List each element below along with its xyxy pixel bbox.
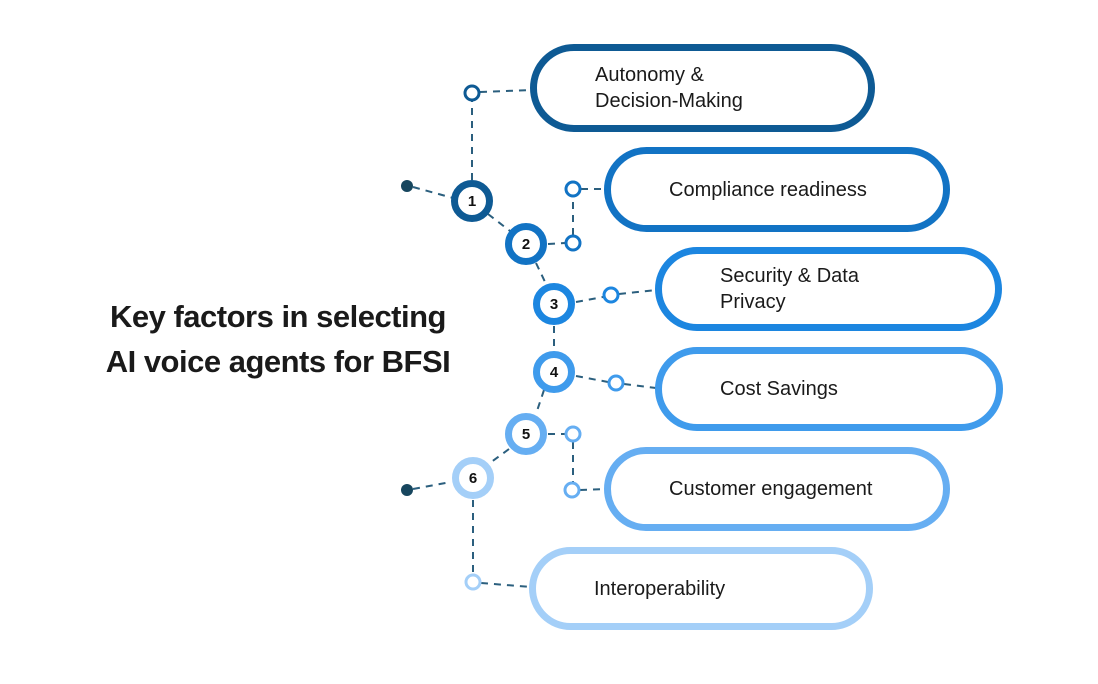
pill-interoperability: Interoperability xyxy=(529,547,873,630)
dashed-connectors xyxy=(412,89,657,588)
connector-endpoint-circle xyxy=(563,481,581,499)
pill-compliance-readiness-label: Compliance readiness xyxy=(669,178,867,201)
factor-node-2-number: 2 xyxy=(521,235,531,253)
page-title-line1: Key factors in selecting xyxy=(109,299,447,334)
pill-cost-savings: Cost Savings xyxy=(655,347,1003,431)
pill-security-data-privacy-label: Security & Data Privacy xyxy=(720,265,859,313)
factor-node-5: 5 xyxy=(505,413,547,455)
connector-endpoint-circle xyxy=(564,234,582,252)
factor-node-1: 1 xyxy=(451,180,493,222)
pill-customer-engagement-label: Customer engagement xyxy=(669,478,873,500)
connector-endpoint-circle xyxy=(564,180,582,198)
connector-endpoint-circle xyxy=(463,84,481,102)
factor-node-1-number: 1 xyxy=(467,192,477,210)
page-title-line2: AI voice agents for BFSI xyxy=(105,344,451,379)
factor-node-6: 6 xyxy=(452,457,494,499)
pill-autonomy-decision-making: Autonomy & Decision-Making xyxy=(530,44,875,132)
connector-start-dot xyxy=(401,484,413,496)
factor-node-6-number: 6 xyxy=(468,469,478,487)
connector-endpoint-circle xyxy=(564,425,582,443)
connector-endpoint-circle xyxy=(602,286,620,304)
factor-node-3-number: 3 xyxy=(549,295,559,313)
pill-interoperability-label: Interoperability xyxy=(594,577,726,600)
connector-endpoint-circle xyxy=(464,573,482,591)
pill-autonomy-decision-making-label: Autonomy & Decision-Making xyxy=(595,64,743,112)
connector-start-dot xyxy=(401,180,413,192)
factor-node-4: 4 xyxy=(533,351,575,393)
pill-customer-engagement: Customer engagement xyxy=(604,447,950,531)
connector-endpoint-circle xyxy=(607,374,625,392)
factor-node-5-number: 5 xyxy=(521,425,531,443)
page-title: Key factors in selecting AI voice agents… xyxy=(78,294,478,384)
pill-cost-savings-label: Cost Savings xyxy=(720,378,838,400)
factor-node-2: 2 xyxy=(505,223,547,265)
factor-node-4-number: 4 xyxy=(549,363,559,381)
pill-compliance-readiness: Compliance readiness xyxy=(604,147,950,232)
pill-security-data-privacy: Security & Data Privacy xyxy=(655,247,1002,331)
factor-node-3: 3 xyxy=(533,283,575,325)
